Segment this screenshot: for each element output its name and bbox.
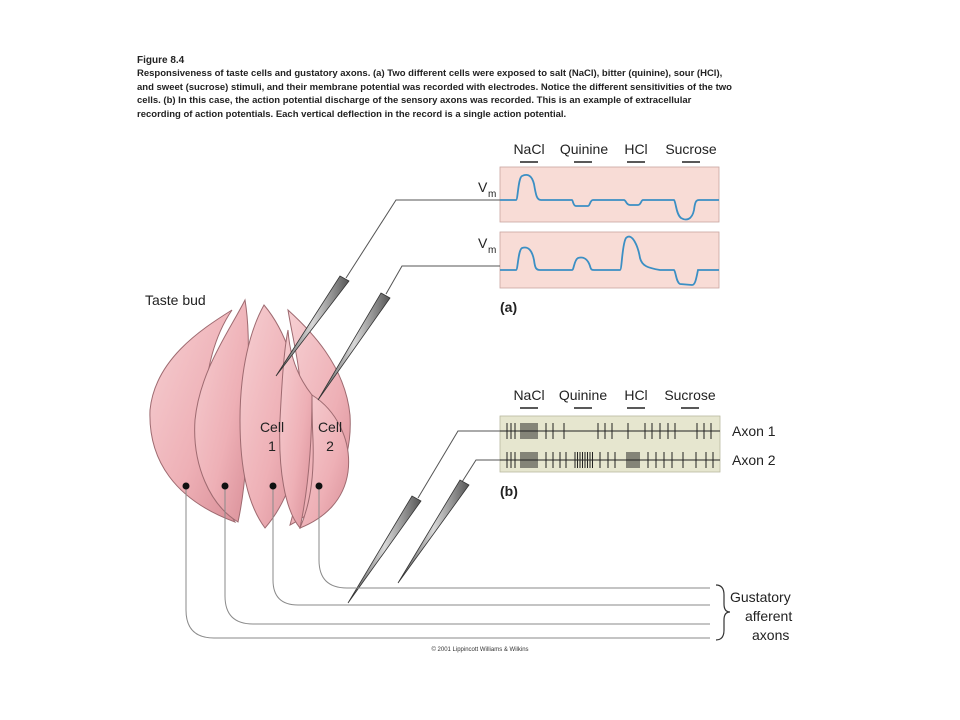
cell1-label-line2: 1 [268, 438, 276, 454]
afferent-brace [715, 584, 731, 641]
axon2-label: Axon 2 [732, 452, 776, 468]
panel-b: NaCl Quinine HCl Sucrose Axon 1 Axon 2 (… [499, 387, 776, 499]
electrode-cell1 [275, 275, 350, 377]
electrode-axon2 [397, 479, 470, 584]
afferent-label-line1: Gustatory [730, 589, 791, 605]
wire-axon1 [417, 430, 500, 499]
figure-number: Figure 8.4 [137, 55, 185, 66]
vm-trace-cell1 [500, 173, 719, 221]
recording-wires-b [417, 430, 500, 499]
afferent-label-line2: afferent [745, 608, 792, 624]
panel-a: NaCl Quinine HCl Sucrose V m V m (a) [478, 141, 720, 315]
spike-train-axon1 [506, 423, 712, 439]
cell1-label-line1: Cell [260, 419, 284, 435]
stimulus-labels-b: NaCl Quinine HCl Sucrose [513, 387, 715, 403]
wire-cell2 [385, 265, 500, 295]
vm-label-cell1: V m [478, 179, 496, 200]
taste-cell-center-front [279, 329, 313, 530]
axon-from-cell-c [272, 486, 710, 606]
stimulus-label-quinine: Quinine [560, 141, 608, 157]
afferent-label-line3: axons [752, 627, 789, 643]
cell-base-dot [269, 482, 277, 490]
stimulus-label-sucrose: Sucrose [665, 141, 717, 157]
vm-trace-cell2 [500, 235, 719, 286]
caption-text: Responsiveness of taste cells and gustat… [137, 68, 732, 120]
cell-base-dot [221, 482, 229, 490]
vm-label-v: V [478, 235, 488, 251]
wire-axon2 [461, 459, 500, 483]
cell-base-dot [182, 482, 190, 490]
cell-labels: Cell 1 Cell 2 [260, 419, 342, 454]
spike-train-axon2 [506, 452, 714, 468]
stimulus-label-hcl: HCl [624, 387, 647, 403]
stimulus-label-quinine: Quinine [559, 387, 607, 403]
recording-box-cell1 [499, 166, 720, 223]
vm-label-v: V [478, 179, 488, 195]
recording-box-cell2 [499, 231, 720, 289]
electrodes [275, 275, 470, 604]
taste-bud [149, 298, 351, 530]
electrode-axon1 [347, 495, 422, 604]
copyright-notice: © 2001 Lippincott Williams & Wilkins [431, 647, 529, 653]
cell2-label-line2: 2 [326, 438, 334, 454]
taste-bud-label: Taste bud [145, 292, 206, 308]
cell-base-dot [315, 482, 323, 490]
axon1-label: Axon 1 [732, 423, 776, 439]
recording-wires-a [345, 199, 500, 295]
stimulus-label-sucrose: Sucrose [664, 387, 716, 403]
afferent-axons [185, 486, 710, 639]
cell-base-dots [182, 482, 323, 490]
vm-label-subscript: m [488, 245, 496, 256]
axon-from-cell-d [318, 486, 710, 589]
vm-label-cell2: V m [478, 235, 496, 256]
axon-from-cell-a [185, 486, 710, 639]
stimulus-labels-a: NaCl Quinine HCl Sucrose [513, 141, 716, 157]
stimulus-label-nacl: NaCl [513, 141, 544, 157]
stimulus-label-nacl: NaCl [513, 387, 544, 403]
electrode-cell2 [317, 292, 391, 401]
panel-a-label: (a) [500, 299, 517, 315]
figure-caption: Figure 8.4 Responsiveness of taste cells… [137, 54, 737, 121]
afferent-label: Gustatory afferent axons [730, 589, 792, 643]
axon-from-cell-b [224, 486, 710, 625]
vm-label-subscript: m [488, 189, 496, 200]
stimulus-label-hcl: HCl [624, 141, 647, 157]
cell2-label-line1: Cell [318, 419, 342, 435]
panel-b-label: (b) [500, 483, 518, 499]
wire-cell1 [345, 199, 500, 279]
